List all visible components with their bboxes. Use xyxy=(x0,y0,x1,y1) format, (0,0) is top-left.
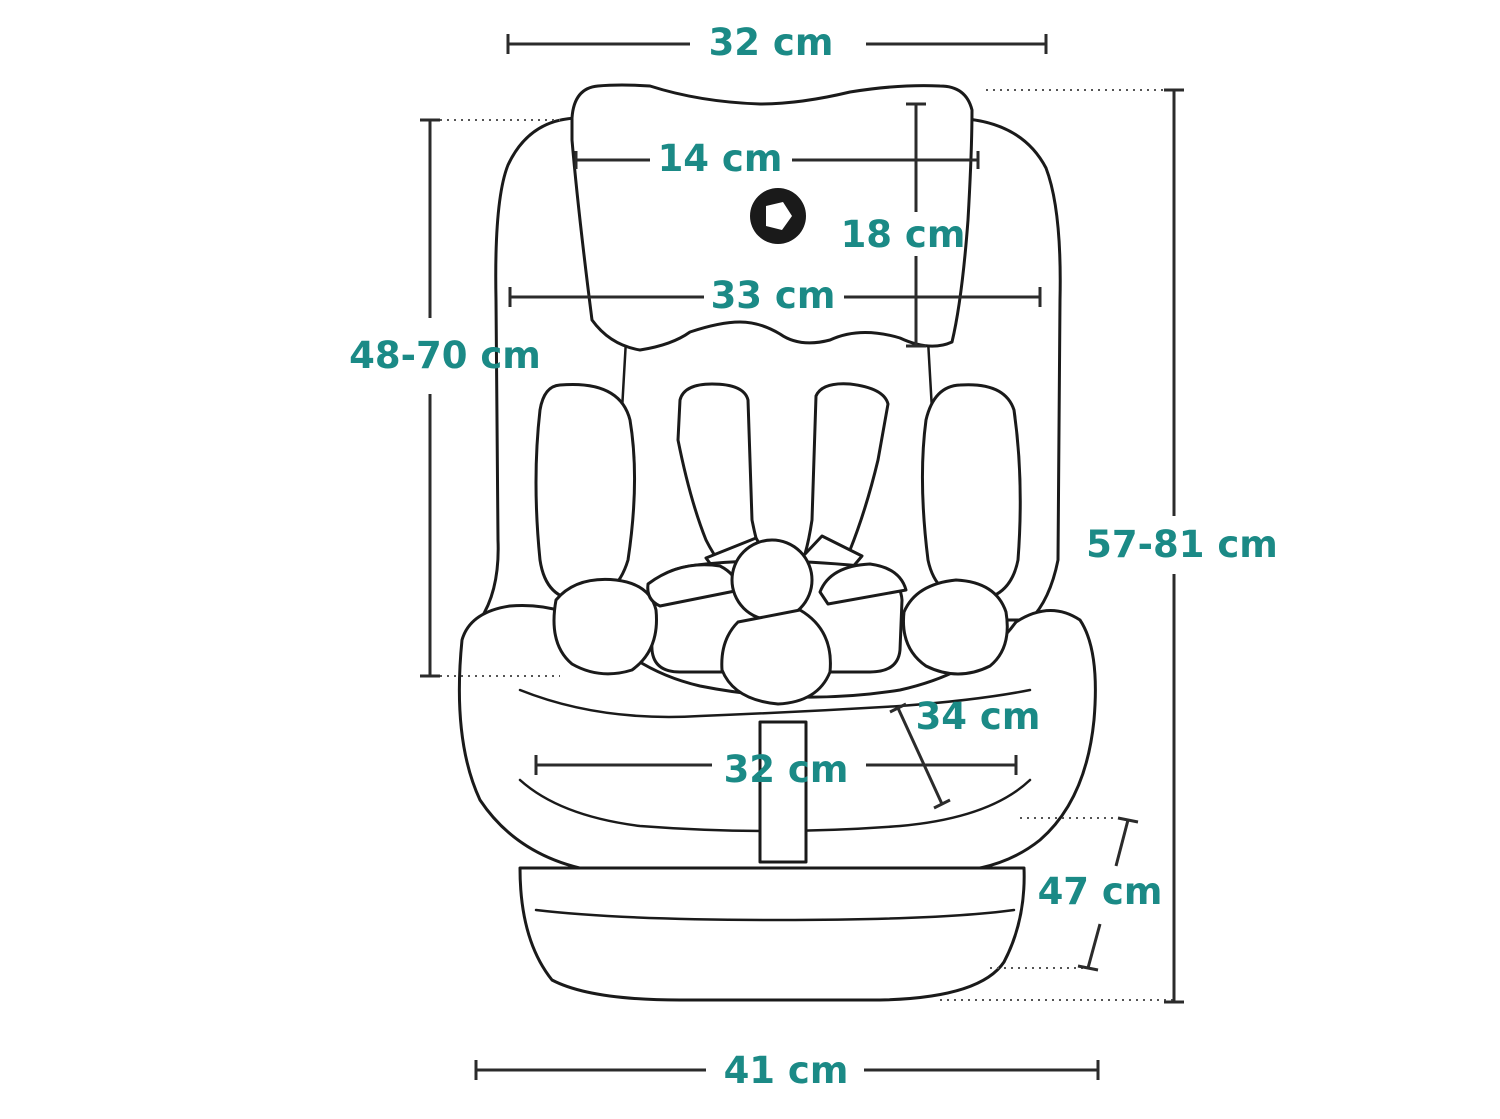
isofix-base-edge xyxy=(534,908,1016,922)
backrest-channel-right xyxy=(926,338,934,412)
dimension-headrest-width: 14 cm xyxy=(574,137,980,180)
dimension-total-height: 57-81 cm xyxy=(1086,88,1282,1004)
label-base-width: 41 cm xyxy=(724,1049,849,1092)
label-back-height: 48-70 cm xyxy=(349,334,541,377)
crotch-strap xyxy=(758,720,808,864)
car-seat-illustration xyxy=(457,83,1097,1002)
pillow-center-right xyxy=(818,562,908,606)
label-base-depth: 47 cm xyxy=(1038,870,1163,913)
dimension-top-width: 32 cm xyxy=(506,21,1048,64)
pillow-left xyxy=(552,577,658,676)
label-top-width: 32 cm xyxy=(709,21,834,64)
dimension-base-width: 41 cm xyxy=(474,1049,1100,1092)
guide-lines xyxy=(440,89,1174,1001)
dimension-shoulder-width: 33 cm xyxy=(508,274,1042,317)
label-total-height: 57-81 cm xyxy=(1086,523,1278,566)
label-seat-width: 32 cm xyxy=(724,748,849,791)
pillow-right xyxy=(901,578,1009,676)
label-headrest-height: 18 cm xyxy=(841,213,966,256)
label-headrest-width: 14 cm xyxy=(658,137,783,180)
label-shoulder-width: 33 cm xyxy=(711,274,836,317)
backrest-channel-left xyxy=(620,338,628,412)
dimension-seat-depth: 34 cm xyxy=(889,695,1041,810)
label-seat-depth: 34 cm xyxy=(916,695,1041,738)
side-cushion-right xyxy=(920,383,1022,602)
seat-cushion-edge xyxy=(518,688,1032,719)
brand-logo-mark xyxy=(766,202,792,230)
dimension-seat-width: 32 cm xyxy=(534,748,1018,791)
isofix-base xyxy=(518,866,1026,1002)
dimension-headrest-height: 18 cm xyxy=(841,102,966,348)
harness-buckle xyxy=(730,538,814,622)
dimension-back-height: 48-70 cm xyxy=(349,118,541,678)
dimension-base-depth: 47 cm xyxy=(1038,816,1163,972)
side-cushion-left xyxy=(534,382,637,602)
crotch-pad xyxy=(720,608,832,706)
